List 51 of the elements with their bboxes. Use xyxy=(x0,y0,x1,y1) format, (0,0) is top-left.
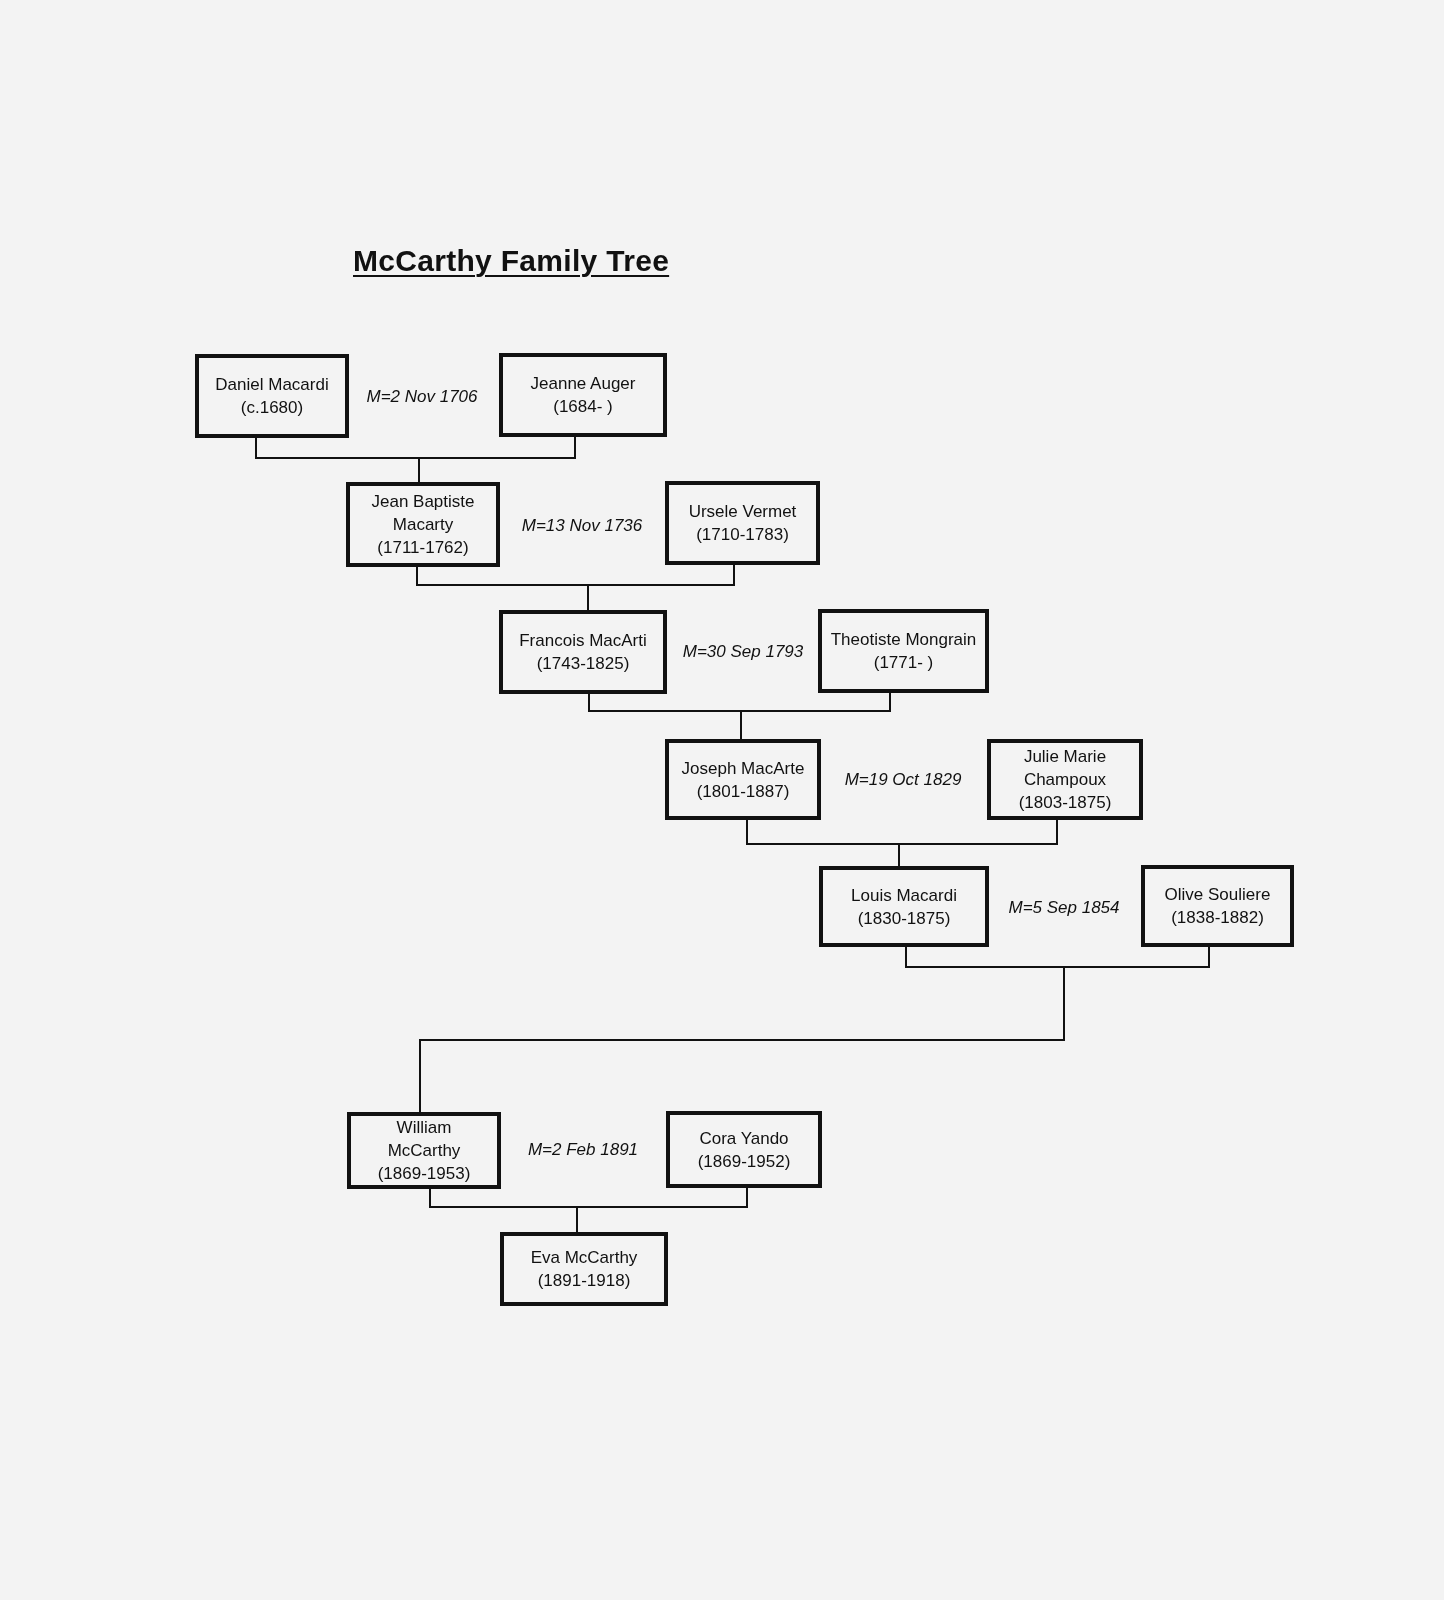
person-name: Jean Baptiste Macarty xyxy=(370,491,476,536)
life-dates: (1830-1875) xyxy=(857,907,951,930)
person-box xyxy=(499,610,667,694)
person-name: Ursele Vermet xyxy=(688,501,797,523)
marriage-date: M=13 Nov 1736 xyxy=(521,516,643,536)
person-name: Jeanne Auger xyxy=(530,373,636,395)
connector-line xyxy=(740,692,891,740)
person-name: Louis Macardi xyxy=(851,884,957,907)
person-box xyxy=(665,739,821,820)
person-name: Julie Marie Champoux xyxy=(1022,746,1108,791)
life-dates: (1869-1952) xyxy=(697,1150,791,1173)
person-name: Cora Yando xyxy=(699,1127,789,1150)
person-name: Theotiste Mongrain xyxy=(830,629,977,651)
person-name: Joseph MacArte xyxy=(681,757,805,780)
person-box xyxy=(1141,865,1294,947)
connector-line xyxy=(576,1187,748,1233)
connector-line xyxy=(898,819,1058,867)
connector-line xyxy=(587,564,735,611)
diagram-title: McCarthy Family Tree xyxy=(353,244,670,278)
life-dates: (1684- ) xyxy=(553,396,613,418)
person-box xyxy=(347,1112,501,1189)
life-dates: (1771- ) xyxy=(873,652,934,674)
life-dates: (1801-1887) xyxy=(696,780,790,803)
person-name: Olive Souliere xyxy=(1164,884,1271,906)
life-dates: (1869-1953) xyxy=(377,1163,471,1185)
marriage-date: M=19 Oct 1829 xyxy=(844,770,962,790)
person-name: Francois MacArti xyxy=(519,630,647,652)
marriage-date: M=5 Sep 1854 xyxy=(1008,898,1120,918)
marriage-date: M=30 Sep 1793 xyxy=(682,642,804,662)
person-name: Daniel Macardi xyxy=(215,374,329,396)
person-box xyxy=(818,609,989,693)
connector-line xyxy=(418,436,576,483)
life-dates: (1803-1875) xyxy=(1018,792,1112,814)
life-dates: (1711-1762) xyxy=(377,537,469,559)
life-dates: (1891-1918) xyxy=(537,1270,631,1292)
life-dates: (1743-1825) xyxy=(536,653,630,675)
person-box xyxy=(195,354,349,438)
marriage-date: M=2 Feb 1891 xyxy=(527,1140,639,1160)
person-name: William McCarthy xyxy=(386,1117,462,1162)
person-box xyxy=(499,353,667,437)
person-box xyxy=(666,1111,822,1188)
life-dates: (1710-1783) xyxy=(696,524,789,546)
marriage-date: M=2 Nov 1706 xyxy=(366,387,478,407)
person-box xyxy=(346,482,500,567)
person-box xyxy=(987,739,1143,820)
person-name: Eva McCarthy xyxy=(530,1247,638,1269)
person-box xyxy=(819,866,989,947)
life-dates: (1838-1882) xyxy=(1171,907,1264,929)
person-box xyxy=(665,481,820,565)
life-dates: (c.1680) xyxy=(240,397,304,419)
person-box xyxy=(500,1232,668,1306)
